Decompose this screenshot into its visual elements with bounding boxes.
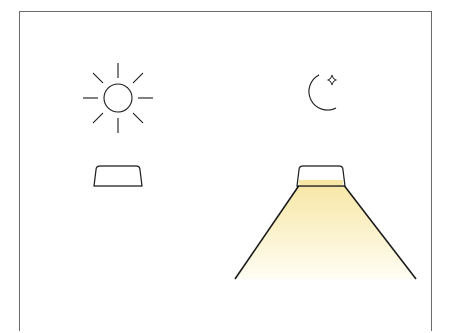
star-icon (328, 75, 336, 85)
sun-icon (83, 63, 153, 133)
lamp-on (297, 166, 345, 186)
lamp-off (94, 166, 142, 186)
light-beam (235, 184, 416, 279)
moon-icon (309, 75, 336, 110)
